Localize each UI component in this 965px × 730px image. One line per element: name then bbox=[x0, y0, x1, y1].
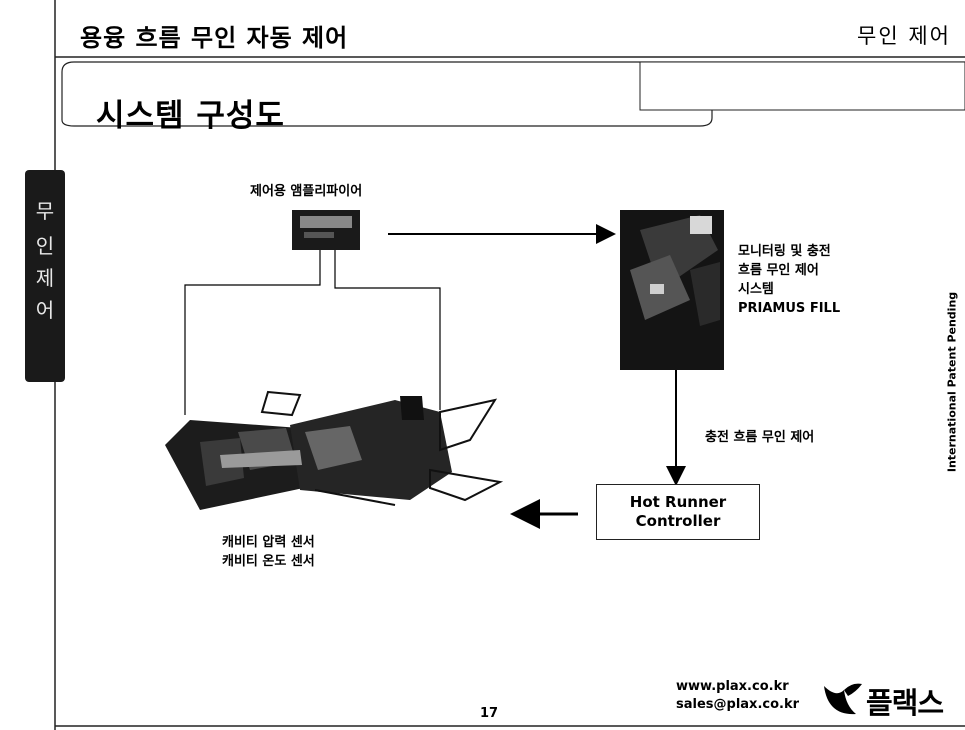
mold-nozzle-image bbox=[165, 390, 504, 510]
patent-pending-note: International Patent Pending bbox=[945, 291, 959, 473]
cable-right bbox=[334, 250, 441, 410]
header-category: 무인 제어 bbox=[857, 24, 951, 48]
amplifier-device bbox=[292, 210, 360, 250]
monitoring-label-line: 흐름 무인 제어 bbox=[738, 263, 819, 278]
sales-email: sales@plax.co.kr bbox=[676, 697, 800, 712]
side-tab-char: 무 bbox=[35, 199, 55, 223]
monitoring-label-line: PRIAMUS FILL bbox=[738, 301, 841, 316]
title-underline bbox=[61, 110, 713, 127]
hot-runner-line: Controller bbox=[635, 512, 721, 530]
page-number: 17 bbox=[480, 706, 499, 721]
monitoring-label-line: 시스템 bbox=[738, 282, 774, 297]
section-title: 시스템 구성도 bbox=[96, 98, 285, 134]
hot-runner-line: Hot Runner bbox=[629, 493, 727, 511]
sensor-label-line: 캐비티 온도 센서 bbox=[222, 554, 315, 569]
amplifier-label: 제어용 앰플리파이어 bbox=[250, 184, 363, 199]
sensor-label-line: 캐비티 압력 센서 bbox=[222, 535, 315, 550]
header-title: 용융 흐름 무인 자동 제어 bbox=[80, 24, 349, 52]
brand-name: 플랙스 bbox=[866, 686, 944, 720]
monitoring-system-label: 모니터링 및 충전 흐름 무인 제어 시스템 PRIAMUS FILL bbox=[738, 242, 840, 318]
monitoring-system-image bbox=[620, 210, 724, 370]
side-tab bbox=[25, 170, 65, 382]
monitoring-label-line: 모니터링 및 충전 bbox=[738, 244, 831, 259]
web-url: www.plax.co.kr bbox=[676, 679, 789, 694]
side-tab-char: 제 bbox=[35, 266, 55, 290]
brand-logo-icon bbox=[824, 683, 862, 715]
hot-runner-controller-box: Hot Runner Controller bbox=[596, 484, 760, 540]
fill-control-label: 충전 흐름 무인 제어 bbox=[705, 430, 815, 445]
title-bracket bbox=[61, 61, 965, 120]
cable-left bbox=[184, 250, 321, 415]
side-tab-char: 어 bbox=[35, 298, 55, 322]
title-tab-box bbox=[639, 61, 965, 111]
sensor-label: 캐비티 압력 센서 캐비티 온도 센서 bbox=[222, 533, 315, 571]
side-tab-char: 인 bbox=[35, 234, 55, 258]
